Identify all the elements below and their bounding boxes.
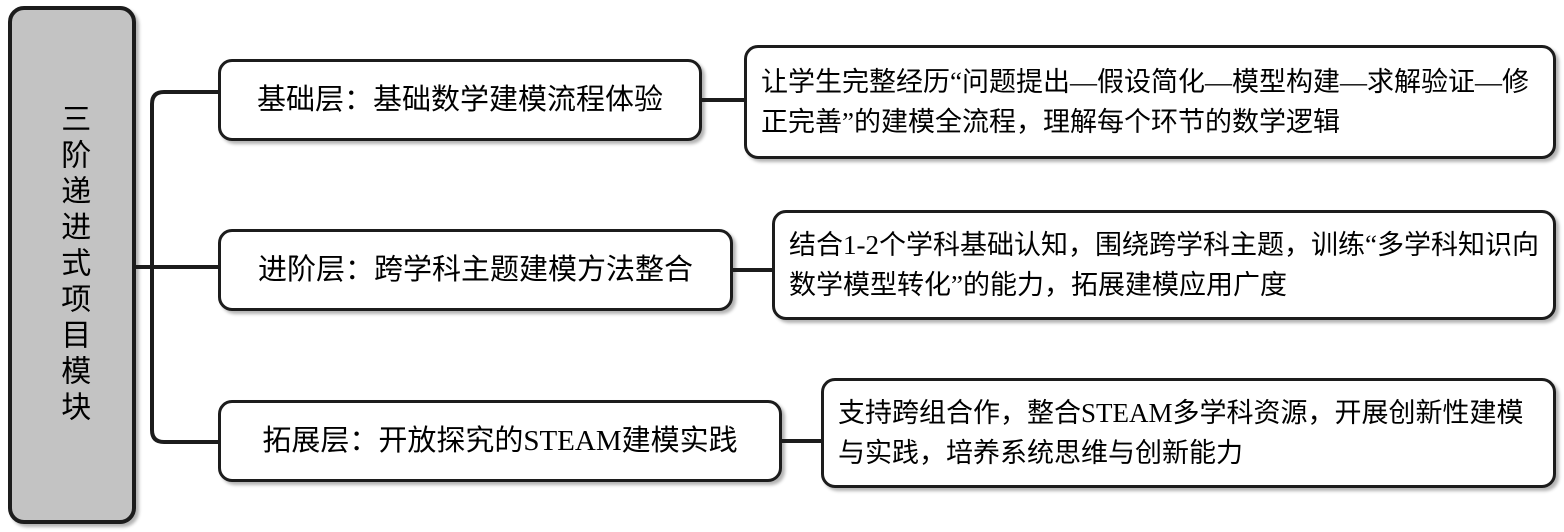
detail-box-1[interactable]: 让学生完整经历“问题提出—假设简化—模型构建—求解验证—修正完善”的建模全流程，…	[744, 45, 1556, 159]
stage-label-1: 基础层：基础数学建模流程体验	[256, 83, 663, 116]
connector-stage3-to-detail3	[782, 439, 823, 443]
detail-text-2: 结合1-2个学科基础认知，围绕跨学科主题，训练“多学科知识向数学模型转化”的能力…	[789, 229, 1539, 301]
stage-box-1[interactable]: 基础层：基础数学建模流程体验	[218, 59, 702, 141]
stage-label-3: 拓展层：开放探究的STEAM建模实践	[262, 424, 738, 457]
stage-box-2[interactable]: 进阶层：跨学科主题建模方法整合	[218, 229, 733, 311]
root-node-three-stage-module[interactable]: 三阶递进式项目模块	[8, 6, 136, 524]
branch-bracket-connector	[134, 90, 222, 444]
detail-box-3[interactable]: 支持跨组合作，整合STEAM多学科资源，开展创新性建模与实践，培养系统思维与创新…	[821, 378, 1556, 488]
stage-label-2: 进阶层：跨学科主题建模方法整合	[257, 253, 693, 286]
stage-box-3[interactable]: 拓展层：开放探究的STEAM建模实践	[218, 400, 782, 482]
root-node-label: 三阶递进式项目模块	[56, 103, 90, 427]
connector-stage2-to-detail2	[733, 268, 774, 272]
detail-text-3: 支持跨组合作，整合STEAM多学科资源，开展创新性建模与实践，培养系统思维与创新…	[838, 397, 1524, 469]
detail-box-2[interactable]: 结合1-2个学科基础认知，围绕跨学科主题，训练“多学科知识向数学模型转化”的能力…	[772, 210, 1556, 320]
detail-text-1: 让学生完整经历“问题提出—假设简化—模型构建—求解验证—修正完善”的建模全流程，…	[761, 66, 1529, 138]
connector-stage1-to-detail1	[702, 98, 746, 102]
